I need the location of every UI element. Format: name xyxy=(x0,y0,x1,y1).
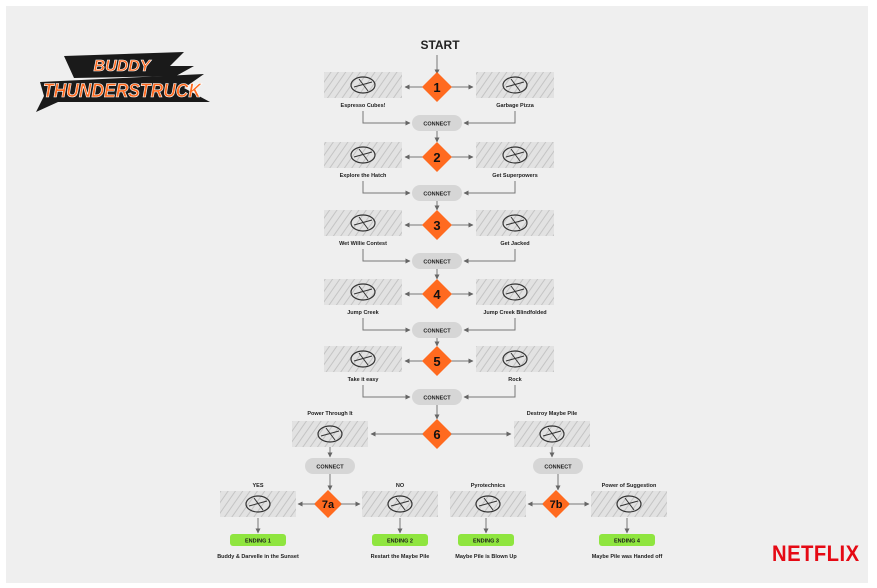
branch-7b-diamond-label: 7b xyxy=(550,499,563,511)
step-2-left-merge xyxy=(363,181,410,193)
step-6-right-caption: Destroy Maybe Pile xyxy=(527,411,577,417)
branch-7b-ending-1-caption: Maybe Pile is Blown Up xyxy=(455,554,517,560)
step-6-diamond-label: 6 xyxy=(433,427,440,442)
step-2-connect-label: CONNECT xyxy=(423,192,451,198)
branch-7a-diamond-label: 7a xyxy=(322,499,335,511)
branch-7b-ending-2-label: ENDING 4 xyxy=(614,539,641,545)
step-3-right-card xyxy=(476,210,554,236)
branch-7b-left-card xyxy=(450,491,526,517)
step-4-right-caption: Jump Creek Blindfolded xyxy=(483,310,546,316)
step-2-right-card xyxy=(476,142,554,168)
step-1-left-card xyxy=(324,72,402,98)
branch-7a-connect-label: CONNECT xyxy=(316,465,344,471)
step-2-left-caption: Explore the Hatch xyxy=(340,173,387,179)
step-4-right-card xyxy=(476,279,554,305)
step-2-diamond-label: 2 xyxy=(433,150,440,165)
step-3-diamond-label: 3 xyxy=(433,218,440,233)
netflix-brand: NETFLIX xyxy=(772,541,860,567)
step-4-left-caption: Jump Creek xyxy=(347,310,379,316)
step-5-right-merge xyxy=(464,385,515,397)
step-3-right-merge xyxy=(464,249,515,261)
branch-7a-ending-1-caption: Buddy & Darvelle in the Sunset xyxy=(217,554,299,560)
branch-7a-ending-1-label: ENDING 1 xyxy=(245,539,271,545)
step-1-right-card xyxy=(476,72,554,98)
step-1-diamond-label: 1 xyxy=(433,80,440,95)
step-2-left-card xyxy=(324,142,402,168)
step-3-left-merge xyxy=(363,249,410,261)
step-5-right-card xyxy=(476,346,554,372)
branch-7a-right-caption: NO xyxy=(396,483,405,489)
step-1-right-caption: Garbage Pizza xyxy=(496,103,535,109)
step-3-left-caption: Wet Willie Contest xyxy=(339,241,387,247)
step-6-left-caption: Power Through It xyxy=(307,411,352,417)
step-4-diamond-label: 4 xyxy=(433,287,441,302)
step-6-right-card xyxy=(514,421,590,447)
branch-7b-connect-label: CONNECT xyxy=(544,465,572,471)
step-1-connect-label: CONNECT xyxy=(423,122,451,128)
step-4-left-card xyxy=(324,279,402,305)
branch-7a-right-card xyxy=(362,491,438,517)
step-4-right-merge xyxy=(464,318,515,330)
step-5-left-card xyxy=(324,346,402,372)
step-5-diamond-label: 5 xyxy=(433,354,440,369)
branch-7b-ending-1-label: ENDING 3 xyxy=(473,539,499,545)
branch-7b-right-card xyxy=(591,491,667,517)
step-4-connect-label: CONNECT xyxy=(423,329,451,335)
step-6-left-card xyxy=(292,421,368,447)
step-2-right-merge xyxy=(464,181,515,193)
step-1-left-merge xyxy=(363,111,410,123)
step-5-right-caption: Rock xyxy=(508,377,522,383)
step-5-left-caption: Take it easy xyxy=(348,377,380,383)
step-1-left-caption: Espresso Cubes! xyxy=(341,103,386,109)
branch-7a-ending-2-label: ENDING 2 xyxy=(387,539,413,545)
branch-7a-left-card xyxy=(220,491,296,517)
branch-7a-ending-2-caption: Restart the Maybe Pile xyxy=(371,554,430,560)
step-3-right-caption: Get Jacked xyxy=(500,241,529,247)
branch-7b-right-caption: Power of Suggestion xyxy=(602,483,657,489)
branch-7b-left-caption: Pyrotechnics xyxy=(471,483,506,489)
step-2-right-caption: Get Superpowers xyxy=(492,173,538,179)
step-1-right-merge xyxy=(464,111,515,123)
step-5-left-merge xyxy=(363,385,410,397)
step-5-connect-label: CONNECT xyxy=(423,396,451,402)
branch-7b-ending-2-caption: Maybe Pile was Handed off xyxy=(592,554,663,560)
branch-7a-left-caption: YES xyxy=(252,483,263,489)
step-4-left-merge xyxy=(363,318,410,330)
step-3-left-card xyxy=(324,210,402,236)
step-3-connect-label: CONNECT xyxy=(423,260,451,266)
